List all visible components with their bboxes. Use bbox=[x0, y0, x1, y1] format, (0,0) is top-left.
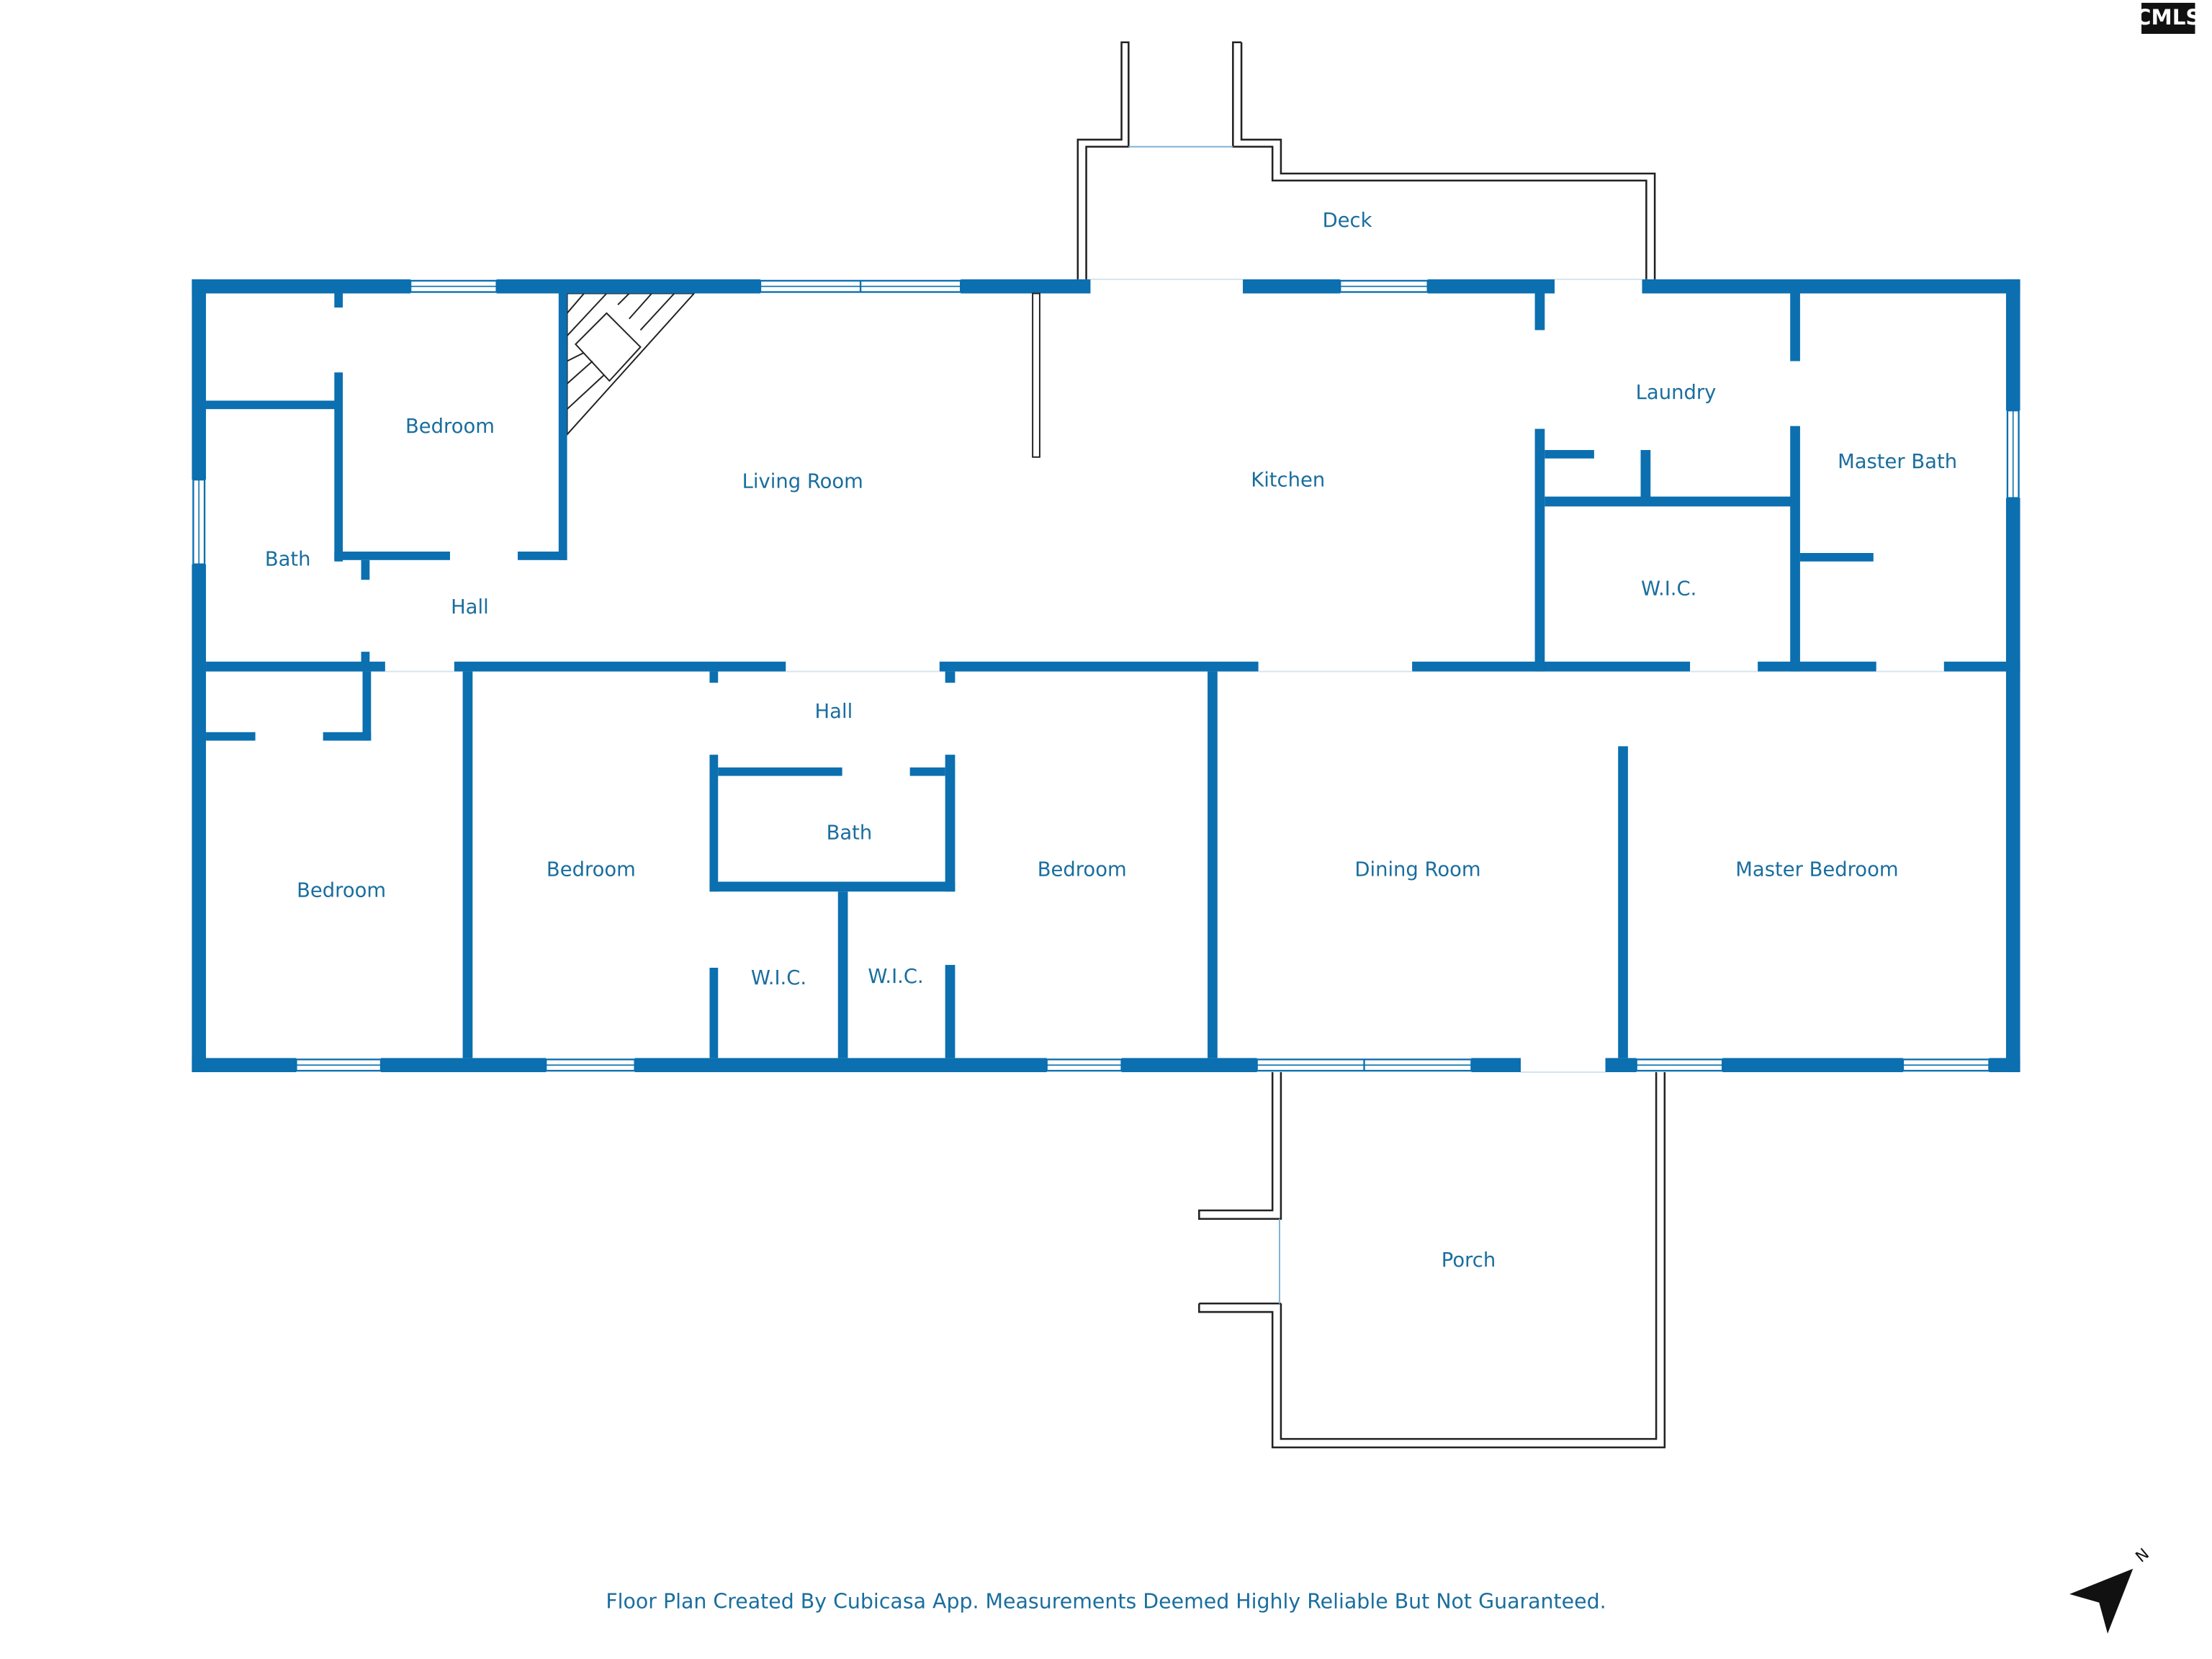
room-label-bath-center: Bath bbox=[827, 822, 873, 844]
room-label-master-bath: Master Bath bbox=[1838, 451, 1957, 473]
room-label-hall-west: Hall bbox=[451, 596, 489, 619]
walls bbox=[192, 279, 2020, 1072]
room-label-bedroom-sw: Bedroom bbox=[297, 880, 386, 902]
north-arrow-icon: N bbox=[2069, 1545, 2153, 1634]
room-label-living-room: Living Room bbox=[742, 471, 863, 493]
room-label-laundry: Laundry bbox=[1636, 382, 1717, 404]
room-label-bedroom-nw: Bedroom bbox=[405, 415, 495, 438]
logo-text: CMLS bbox=[2136, 5, 2201, 30]
room-label-master-bedroom: Master Bedroom bbox=[1735, 858, 1898, 881]
room-label-bath-west: Bath bbox=[265, 548, 311, 570]
north-label: N bbox=[2132, 1545, 2152, 1567]
living-room-stub-wall bbox=[1032, 292, 1040, 458]
room-label-dining-room: Dining Room bbox=[1354, 858, 1480, 881]
cmls-logo: CMLS bbox=[2136, 2, 2201, 35]
fireplace-hatch bbox=[566, 292, 696, 436]
room-label-wic-south-1: W.I.C. bbox=[751, 967, 806, 989]
room-label-deck: Deck bbox=[1323, 210, 1372, 232]
room-label-wic-south-2: W.I.C. bbox=[868, 966, 923, 988]
room-label-kitchen: Kitchen bbox=[1251, 469, 1325, 492]
room-labels: Deck Bedroom Living Room Kitchen Laundry… bbox=[265, 210, 1957, 1272]
footer-note: Floor Plan Created By Cubicasa App. Meas… bbox=[606, 1590, 1606, 1614]
porch-outline bbox=[1198, 1071, 1666, 1449]
room-label-wic-north: W.I.C. bbox=[1641, 577, 1696, 600]
deck-outline bbox=[1076, 41, 1656, 279]
room-label-hall-center: Hall bbox=[815, 701, 853, 723]
window-centerlines bbox=[198, 285, 2014, 1066]
room-label-bedroom-s2: Bedroom bbox=[547, 858, 636, 881]
room-label-bedroom-s3: Bedroom bbox=[1038, 858, 1127, 881]
door-openings bbox=[385, 278, 1944, 1073]
room-label-porch: Porch bbox=[1442, 1249, 1496, 1272]
